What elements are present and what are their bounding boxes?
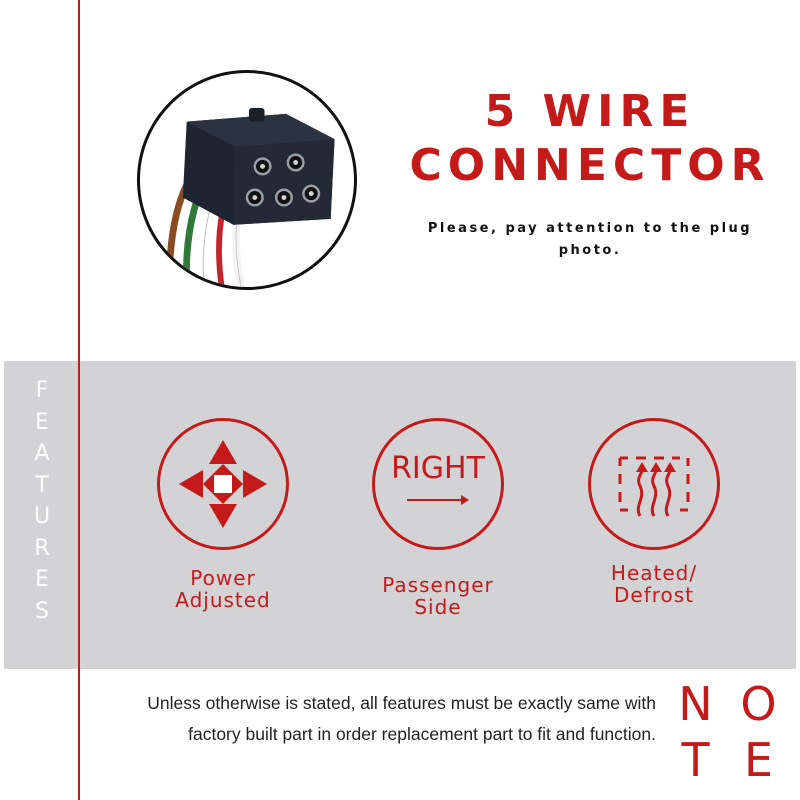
feature-label-line: Passenger [382, 573, 494, 597]
right-icon-text: RIGHT [391, 451, 485, 486]
right-side-icon: RIGHT [391, 451, 486, 505]
feature-heated-defrost: Heated/ Defrost [554, 418, 754, 606]
feature-label: Passenger Side [338, 574, 538, 618]
feature-passenger-side: RIGHT Passenger Side [338, 418, 538, 618]
feature-label: Heated/ Defrost [554, 562, 754, 606]
features-letter: R [34, 535, 50, 561]
connector-photo [137, 70, 357, 290]
vertical-divider-line [78, 0, 80, 800]
note-letter: O [740, 677, 777, 731]
connector-plug-icon [165, 108, 335, 287]
features-letter: F [35, 378, 49, 403]
features-letter: A [34, 441, 50, 466]
feature-icon-circle [157, 418, 289, 550]
features-letter: E [35, 409, 49, 435]
feature-label-line: Heated/ [610, 561, 698, 585]
title-line-2: CONNECTOR [409, 140, 771, 191]
heated-defrost-icon [618, 456, 690, 517]
features-letter: U [33, 504, 51, 529]
feature-label-line: Defrost [613, 583, 695, 607]
features-vertical-label: F E A T U R E S [28, 375, 56, 627]
title-line-1: 5 WIRE [484, 86, 696, 137]
subtitle: Please, pay attention to the plug photo. [427, 221, 753, 258]
note-text: Unless otherwise is stated, all features… [147, 693, 656, 744]
features-letter: E [35, 567, 49, 592]
feature-label-line: Power [190, 566, 256, 590]
feature-icon-circle [588, 418, 720, 550]
feature-icon-circle: RIGHT [372, 418, 504, 550]
features-letter: S [35, 598, 49, 624]
four-way-arrows-icon [179, 440, 267, 528]
feature-power-adjusted: Power Adjusted [123, 418, 323, 611]
features-letter: T [35, 472, 49, 498]
feature-label: Power Adjusted [123, 567, 323, 611]
feature-label-line: Adjusted [175, 588, 271, 612]
note-letter: N [678, 677, 713, 731]
note-word: N O T E [664, 676, 790, 788]
note-letter: T [681, 733, 710, 787]
feature-label-line: Side [414, 595, 462, 619]
note-letter: E [743, 733, 774, 787]
